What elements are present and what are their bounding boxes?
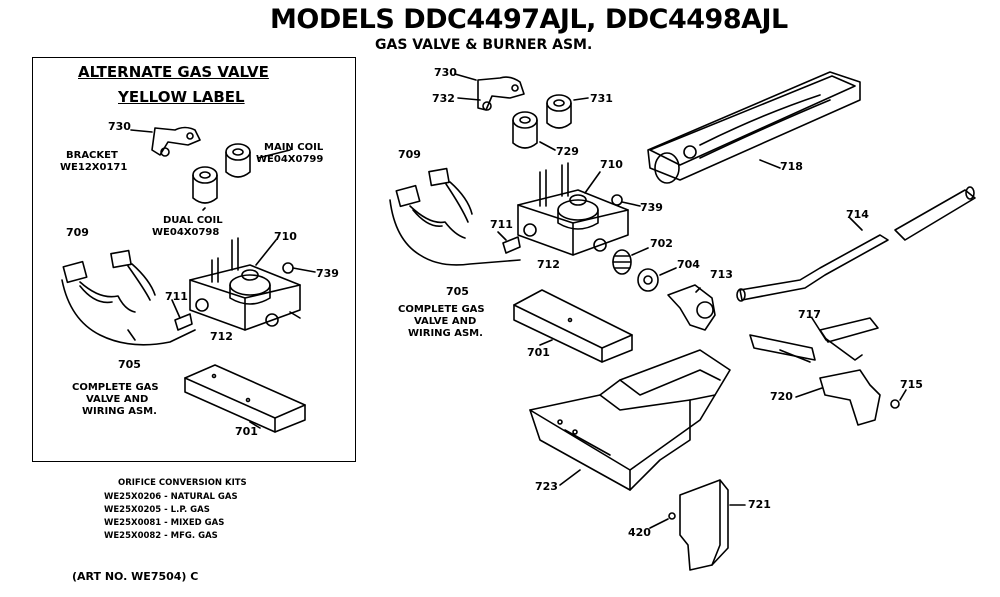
alternate-valve-subtitle: YELLOW LABEL <box>118 88 245 106</box>
main-callout-710: 710 <box>600 158 623 171</box>
main-valve-body-part <box>517 162 629 256</box>
orifice-row: WE25X0206 - NATURAL GAS <box>104 492 238 502</box>
alt-dual-coil-label: DUAL COIL <box>163 215 223 226</box>
main-callout-729: 729 <box>556 145 579 158</box>
alt-bracket-part <box>130 126 201 157</box>
orifice-heading: ORIFICE CONVERSION KITS <box>118 478 247 488</box>
main-frame-723-part <box>529 349 731 491</box>
alt-callout-709: 709 <box>66 226 89 239</box>
main-callout-420: 420 <box>628 526 651 539</box>
main-callout-713: 713 <box>710 268 733 281</box>
main-coil-729-part <box>512 111 556 151</box>
main-igniter-717-part <box>749 317 879 363</box>
main-callout-709: 709 <box>398 148 421 161</box>
alt-wiring-part <box>61 249 196 346</box>
alt-dual-coil-part <box>192 166 218 204</box>
main-callout-715: 715 <box>900 378 923 391</box>
main-screw-715-part <box>890 389 907 409</box>
art-number: (ART NO. WE7504) C <box>72 570 199 583</box>
alt-bracket-label: BRACKET <box>66 150 118 161</box>
alt-complete-label-line3: WIRING ASM. <box>82 406 157 417</box>
page-title: MODELS DDC4497AJL, DDC4498AJL <box>270 4 788 35</box>
alt-callout-730: 730 <box>108 120 131 133</box>
main-complete-label-line2: VALVE AND <box>414 316 477 327</box>
alt-complete-label-line2: VALVE AND <box>86 394 149 405</box>
alt-dual-coil-part-number: WE04X0798 <box>152 227 220 238</box>
alt-main-coil-part-number: WE04X0799 <box>256 154 324 165</box>
main-complete-label-line1: COMPLETE GAS <box>398 304 485 315</box>
alternate-valve-title: ALTERNATE GAS VALVE <box>78 63 269 81</box>
main-callout-731: 731 <box>590 92 613 105</box>
orifice-row: WE25X0082 - MFG. GAS <box>104 531 218 541</box>
main-fitting-739-part <box>611 194 641 207</box>
alt-complete-label-line1: COMPLETE GAS <box>72 382 159 393</box>
main-plate-701-part <box>513 289 633 363</box>
alt-screw-711-part <box>171 299 193 331</box>
main-callout-717: 717 <box>798 308 821 321</box>
main-callout-730: 730 <box>434 66 457 79</box>
main-callout-732: 732 <box>432 92 455 105</box>
alt-plate-701-part <box>184 364 306 433</box>
main-callout-701: 701 <box>527 346 550 359</box>
main-bracket-720-part <box>795 369 881 426</box>
main-fitting-704-part <box>637 267 677 292</box>
main-callout-720: 720 <box>770 390 793 403</box>
alt-valve-body-part <box>189 237 301 331</box>
alternate-valve-box <box>32 57 356 462</box>
main-callout-712: 712 <box>537 258 560 271</box>
alt-callout-701: 701 <box>235 425 258 438</box>
main-callout-721: 721 <box>748 498 771 511</box>
main-callout-714: 714 <box>846 208 869 221</box>
main-callout-705: 705 <box>446 285 469 298</box>
alt-callout-712: 712 <box>210 330 233 343</box>
main-screw-420-part <box>649 512 676 529</box>
main-wiring-part <box>389 167 521 266</box>
main-orifice-713-part <box>667 284 716 331</box>
main-complete-label-line3: WIRING ASM. <box>408 328 483 339</box>
alt-callout-705: 705 <box>118 358 141 371</box>
alt-bracket-part-number: WE12X0171 <box>60 162 128 173</box>
main-callout-718: 718 <box>780 160 803 173</box>
main-callout-723: 723 <box>535 480 558 493</box>
main-fitting-702-part <box>612 247 649 275</box>
alt-callout-710: 710 <box>274 230 297 243</box>
orifice-row: WE25X0081 - MIXED GAS <box>104 518 225 528</box>
main-tube-714-part <box>736 186 976 302</box>
alt-fitting-739-part <box>282 262 316 274</box>
main-callout-704: 704 <box>677 258 700 271</box>
main-callout-739: 739 <box>640 201 663 214</box>
main-callout-702: 702 <box>650 237 673 250</box>
main-bracket-part <box>454 73 525 111</box>
main-screw-711-part <box>497 231 521 254</box>
page-subtitle: GAS VALVE & BURNER ASM. <box>375 37 593 53</box>
alt-main-coil-label: MAIN COIL <box>264 142 324 153</box>
alt-main-coil-part <box>225 143 251 178</box>
main-callout-711: 711 <box>490 218 513 231</box>
alt-callout-739: 739 <box>316 267 339 280</box>
alt-callout-711: 711 <box>165 290 188 303</box>
orifice-row: WE25X0205 - L.P. GAS <box>104 505 210 515</box>
main-burner-718-part <box>647 71 861 184</box>
main-bracket-721-part <box>679 479 746 571</box>
main-coil-731-part <box>546 94 589 129</box>
